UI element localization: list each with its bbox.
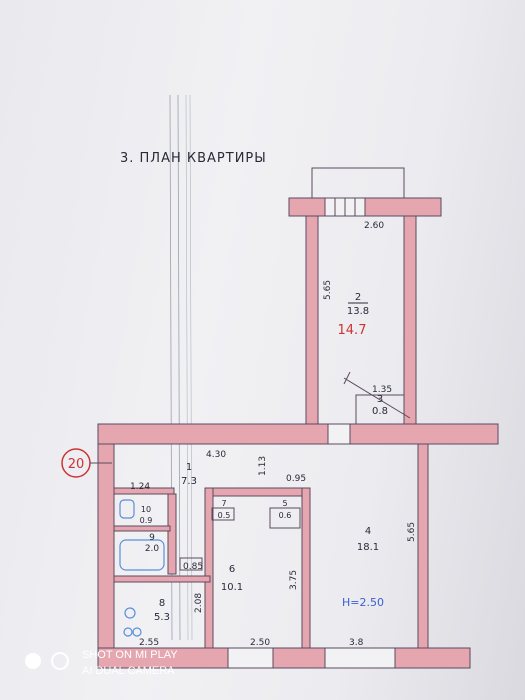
ceiling-height: H=2.50 [342, 596, 384, 609]
wall-segment [204, 487, 214, 649]
room-10-area: 0.9 [140, 516, 153, 525]
room-1-area: 7.3 [181, 476, 197, 487]
dimension-label: 2.08 [194, 593, 204, 613]
entrance-number: 20 [68, 457, 85, 472]
wall-segment [97, 443, 115, 653]
window [324, 647, 396, 669]
room-1-number: 1 [186, 462, 192, 473]
dimension-label: 0.85 [183, 562, 203, 572]
plan-title: 3. ПЛАН КВАРТИРЫ [120, 151, 267, 166]
dimension-label: 2.50 [250, 638, 270, 648]
bathtub-icon [119, 539, 165, 571]
room-9-area: 2.0 [145, 544, 160, 554]
margin-line [189, 94, 193, 641]
room-8-area: 5.3 [154, 612, 170, 623]
dimension-label: 0.95 [286, 474, 306, 484]
dimension-label: 1.13 [258, 456, 268, 476]
room-3-area: 0.8 [372, 406, 388, 417]
wall-segment [305, 215, 319, 427]
room-2-area: 13.8 [347, 306, 369, 317]
room-6-number: 6 [229, 564, 235, 575]
room-3-number: 3 [377, 394, 383, 405]
dimension-label: 3.75 [289, 570, 299, 590]
margin-line [177, 94, 181, 641]
toilet-icon [119, 499, 135, 519]
wall-segment [113, 487, 175, 495]
dimension-label: 1.24 [130, 482, 150, 492]
dimension-label: 5.65 [323, 280, 333, 300]
room-5-number: 5 [282, 499, 287, 508]
wall-segment [167, 493, 177, 575]
watermark-logo-ring [51, 652, 69, 670]
stove-burner-icon [123, 627, 133, 637]
room-4-area: 18.1 [357, 542, 379, 553]
room-9-number: 9 [149, 533, 155, 543]
wall-segment [113, 575, 211, 583]
wall-segment [97, 423, 499, 445]
dimension-label: 3.8 [349, 638, 364, 648]
margin-line [185, 94, 189, 641]
window [227, 647, 274, 669]
handwritten-area-note: 14.7 [338, 323, 367, 338]
door-opening [327, 423, 351, 445]
room-8-number: 8 [159, 598, 165, 609]
room-2-number: 2 [355, 292, 361, 303]
dimension-label: 5.65 [407, 522, 417, 542]
stove-burner-icon [132, 627, 142, 637]
room-7-area: 0.5 [218, 511, 231, 520]
room-5-area: 0.6 [279, 511, 292, 520]
wall-segment [301, 487, 311, 649]
closet-outline [211, 507, 235, 521]
room-4-number: 4 [365, 526, 371, 537]
wall-segment [417, 443, 429, 653]
doorway [179, 557, 203, 571]
dimension-label: 2.55 [139, 638, 159, 648]
room-6-area: 10.1 [221, 582, 243, 593]
balcony-outline [311, 167, 405, 199]
door-swing [343, 371, 411, 419]
dimension-label: 2.60 [364, 221, 384, 231]
dimension-label: 4.30 [206, 450, 226, 460]
dimension-label: 1.35 [372, 385, 392, 395]
wall-segment [204, 487, 311, 497]
watermark-line2: AI DUAL CAMERA [82, 665, 175, 677]
wall-segment [113, 525, 171, 532]
stove-burner-icon [124, 607, 136, 619]
room-10-number: 10 [141, 505, 151, 514]
closet-outline [269, 507, 301, 529]
watermark-logo-dot [25, 653, 41, 669]
wall-segment [403, 215, 417, 427]
watermark-line1: SHOT ON MI PLAY [82, 649, 178, 661]
room-7-number: 7 [221, 499, 226, 508]
